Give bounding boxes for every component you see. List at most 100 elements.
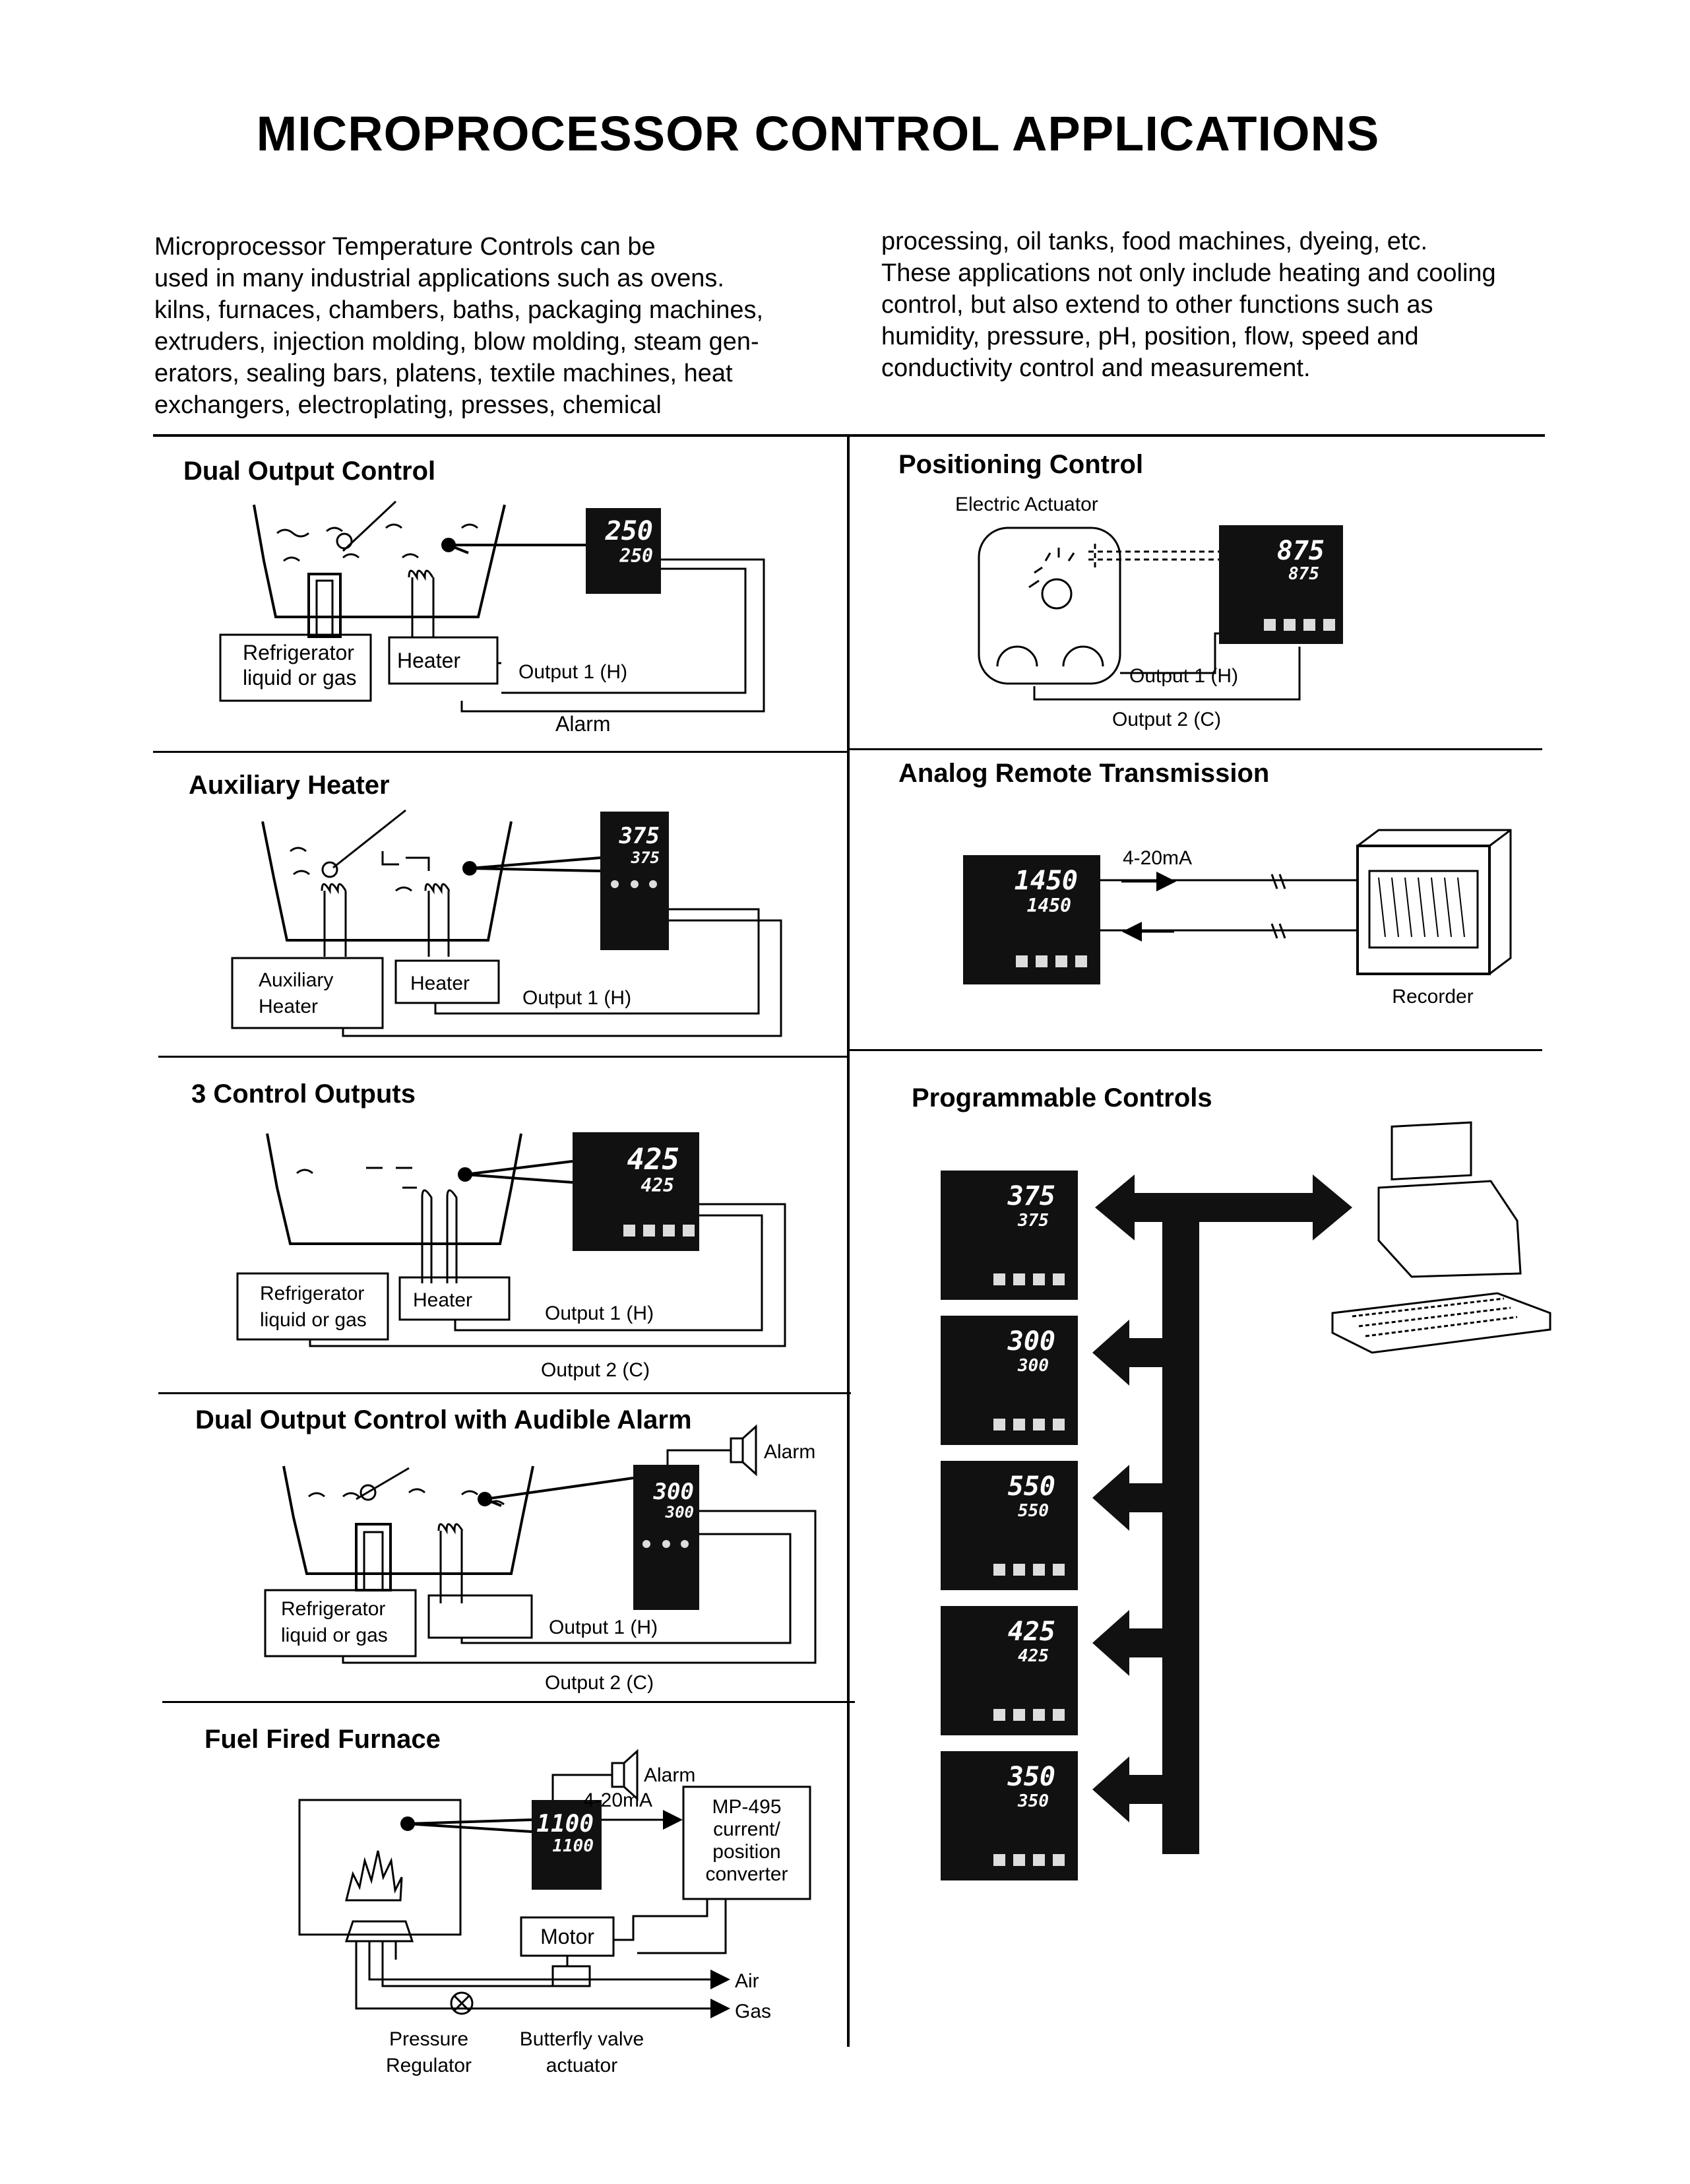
converter-line1: MP-495 <box>712 1796 781 1818</box>
dual-output-refrigerator-line2: liquid or gas <box>243 666 357 690</box>
alarm-wire <box>460 558 765 713</box>
furnace-display-top: 1100 <box>536 1811 594 1838</box>
three-outputs-output2-label: Output 2 (C) <box>541 1359 650 1381</box>
heater-coil <box>437 1523 464 1603</box>
analog-display-bottom: 1450 <box>1027 895 1071 916</box>
audible-refrigerator-line2: liquid or gas <box>281 1624 388 1646</box>
three-outputs-refrigerator-line2: liquid or gas <box>260 1309 367 1331</box>
heater-coil <box>424 883 451 957</box>
cooling-coil <box>307 573 342 638</box>
section-title-analog-remote: Analog Remote Transmission <box>898 759 1270 788</box>
regulator-line1: Pressure <box>389 2028 468 2050</box>
bus-arrow-4 <box>1092 1756 1165 1822</box>
prog-2-display-top: 300 <box>1007 1326 1055 1357</box>
three-outputs-output1-label: Output 1 (H) <box>545 1302 654 1324</box>
auxiliary-heater-controller: 375 375 <box>600 812 669 950</box>
prog-1-display-top: 375 <box>1007 1181 1055 1211</box>
tank <box>253 504 506 618</box>
heater-box <box>394 959 500 1004</box>
positioning-output1-label: Output 1 (H) <box>1129 665 1238 687</box>
output1-wire <box>497 567 747 694</box>
prog-3-display-top: 550 <box>1008 1471 1055 1502</box>
analog-remote-controller: 1450 1450 <box>963 855 1100 984</box>
audible-alarm-controller: 300 300 <box>633 1465 699 1610</box>
air-label: Air <box>735 1970 759 1992</box>
dual-output-controller: 250 250 <box>586 508 661 594</box>
line-break <box>1270 874 1286 939</box>
aux-output1-label: Output 1 (H) <box>522 987 631 1009</box>
tank <box>266 1133 522 1245</box>
intro-column-1: Microprocessor Temperature Controls can … <box>154 233 764 419</box>
rule-right-2 <box>850 1049 1542 1051</box>
programmable-controller-5: 350 350 <box>941 1751 1078 1880</box>
furnace-display-bottom: 1100 <box>552 1836 594 1856</box>
converter-line2: current/ <box>713 1818 780 1840</box>
auxiliary-display-bottom: 375 <box>631 849 660 867</box>
refrigerator-box <box>236 1272 389 1341</box>
prog-5-display-bottom: 350 <box>1017 1791 1049 1811</box>
programmable-controller-2: 300 300 <box>941 1316 1078 1445</box>
dual-output-display-top: 250 <box>605 516 653 546</box>
tank <box>282 1465 534 1575</box>
programmable-controller-4: 425 425 <box>941 1606 1078 1735</box>
converter-box <box>682 1785 811 1900</box>
audible-display-top: 300 <box>653 1479 694 1505</box>
rule-left-2 <box>158 1056 847 1058</box>
liquid-waves <box>276 523 478 562</box>
air-line <box>368 1970 730 1989</box>
prog-4-display-bottom: 425 <box>1018 1646 1049 1666</box>
valve-line1: Butterfly valve <box>520 2028 644 2050</box>
center-divider <box>847 435 850 2047</box>
furnace-controller: 1100 1100 <box>532 1800 602 1890</box>
valve-actuator <box>551 1965 591 1987</box>
analog-signal-label: 4-20mA <box>1123 847 1192 869</box>
three-outputs-refrigerator-line1: Refrigerator <box>260 1283 364 1304</box>
rule-left-3 <box>158 1392 851 1394</box>
audible-alarm-label: Alarm <box>764 1441 815 1463</box>
intro-column-2: processing, oil tanks, food machines, dy… <box>881 228 1496 382</box>
audible-output2-label: Output 2 (C) <box>545 1672 654 1694</box>
actuator-label: Electric Actuator <box>955 494 1098 515</box>
rule-right-1 <box>850 748 1542 750</box>
converter-line3: position <box>712 1841 780 1863</box>
audible-output1-label: Output 1 (H) <box>549 1617 658 1638</box>
actuator-housing <box>978 527 1121 685</box>
valve-line2: actuator <box>546 2055 617 2076</box>
audible-refrigerator-line1: Refrigerator <box>281 1598 385 1620</box>
alarm-speaker <box>730 1437 744 1463</box>
heater-box <box>388 636 499 685</box>
page-title: MICROPROCESSOR CONTROL APPLICATIONS <box>256 106 1380 161</box>
dual-output-diagram <box>219 500 765 713</box>
prog-3-display-bottom: 550 <box>1018 1501 1049 1521</box>
regulator-line2: Regulator <box>386 2055 472 2076</box>
dial-right <box>1062 645 1104 667</box>
bus-arrow-top <box>1095 1174 1352 1240</box>
prog-5-display-top: 350 <box>1007 1762 1055 1792</box>
dual-output-refrigerator-line1: Refrigerator <box>243 641 354 664</box>
section-title-positioning: Positioning Control <box>898 450 1144 479</box>
pressure-regulator <box>450 1991 474 2015</box>
furnace-alarm-label: Alarm <box>644 1764 695 1786</box>
gas-label: Gas <box>735 2001 771 2022</box>
positioning-display-top: 875 <box>1277 536 1325 566</box>
section-title-programmable: Programmable Controls <box>912 1083 1212 1112</box>
bus-arrow-1 <box>1092 1320 1165 1386</box>
cooling-coil <box>421 1189 458 1283</box>
heater-coil <box>408 569 435 637</box>
cooling-coil <box>355 1523 392 1591</box>
tank <box>261 821 513 942</box>
computer-icon <box>1331 1121 1551 1354</box>
aux-label-line2: Heater <box>259 996 318 1017</box>
gas-line <box>355 1979 730 2018</box>
three-outputs-controller: 425 425 <box>573 1132 699 1251</box>
three-outputs-display-top: 425 <box>627 1143 679 1176</box>
dual-output-output1-label: Output 1 (H) <box>518 661 627 683</box>
alarm-speaker <box>611 1762 625 1788</box>
dual-output-display-bottom: 250 <box>619 545 653 567</box>
refrigerator-box <box>264 1589 417 1657</box>
furnace-signal-label: 4-20mA <box>583 1789 652 1811</box>
rule-left-4 <box>162 1701 855 1703</box>
positioning-diagram <box>978 527 1301 701</box>
output1-wire <box>1120 632 1219 674</box>
heater-box <box>427 1594 533 1639</box>
